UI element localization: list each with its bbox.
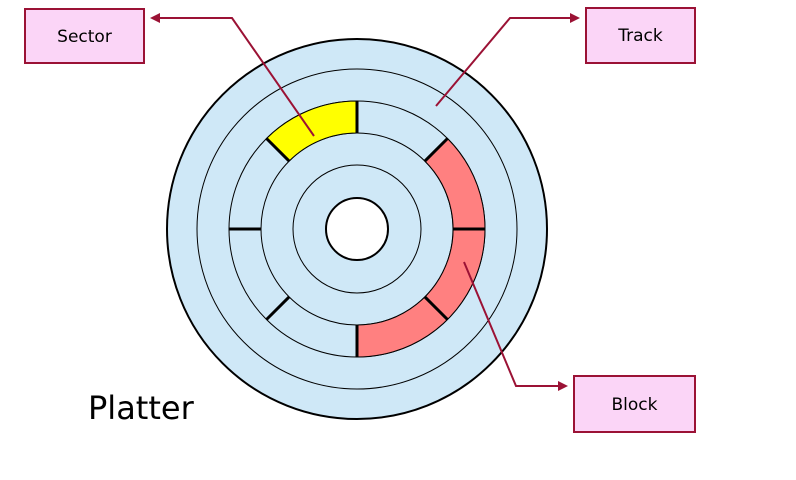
track-arrow (435, 13, 580, 107)
sector-boundary (423, 137, 449, 163)
track-callout: Track (585, 7, 696, 64)
sector-boundary (265, 137, 291, 163)
block-arrow (463, 261, 568, 391)
sector-boundary (423, 295, 449, 321)
track-ring-1 (196, 68, 518, 390)
track-label: Track (617, 26, 663, 46)
track-ring-4 (292, 164, 422, 294)
spindle-hole (325, 197, 389, 261)
block-label: Block (612, 395, 658, 415)
sector-boundary (265, 295, 291, 321)
block-callout: Block (573, 375, 696, 433)
sector-callout: Sector (24, 8, 145, 64)
sector-arrow (150, 13, 315, 137)
sector-boundaries (229, 101, 485, 357)
platter-title: Platter (88, 389, 195, 427)
sector-label: Sector (57, 27, 112, 47)
